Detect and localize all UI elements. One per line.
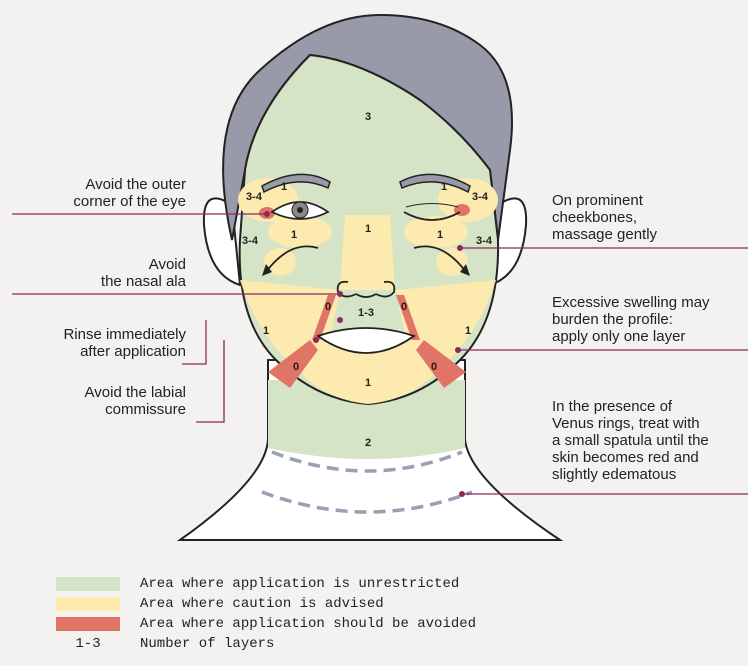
legend-row-caution: Area where caution is advised — [56, 594, 476, 614]
legend-label-layers: Number of layers — [140, 636, 274, 652]
annotation-outer-eye: Avoid the outer corner of the eye — [20, 176, 186, 210]
zone-mouth-corner-left: 0 — [293, 361, 299, 373]
legend-swatch-avoid — [56, 617, 120, 631]
legend-row-avoid: Area where application should be avoided — [56, 614, 476, 634]
legend-swatch-caution — [56, 597, 120, 611]
zone-nose: 1 — [365, 223, 371, 235]
legend-swatch-unrestricted — [56, 577, 120, 591]
legend-layers-key: 1-3 — [56, 636, 120, 652]
zone-cheek-left: 3-4 — [242, 235, 259, 247]
zone-brow-right: 1 — [441, 181, 447, 193]
annotation-nasal-ala: Avoid the nasal ala — [20, 256, 186, 290]
zone-brow-left: 1 — [281, 181, 287, 193]
legend-label-unrestricted: Area where application is unrestricted — [140, 576, 459, 592]
zone-mouth-corner-right: 0 — [431, 361, 437, 373]
legend-label-caution: Area where caution is advised — [140, 596, 384, 612]
annotation-cheekbones: On prominent cheekbones, massage gently — [552, 192, 742, 243]
legend-label-avoid: Area where application should be avoided — [140, 616, 476, 632]
zone-nasal-fold-left: 0 — [325, 301, 331, 313]
annotation-swelling: Excessive swelling may burden the profil… — [552, 294, 748, 345]
annotation-rinse: Rinse immediately after application — [0, 326, 186, 360]
zone-lower-cheek-right: 1 — [465, 325, 471, 337]
zone-eye-outer-right: 3-4 — [472, 191, 489, 203]
annotation-labial: Avoid the labial commissure — [20, 384, 186, 418]
zone-cheek-right: 3-4 — [476, 235, 493, 247]
zone-eye-outer-left: 3-4 — [246, 191, 263, 203]
zone-upper-lip: 1-3 — [358, 307, 374, 319]
zone-forehead: 3 — [365, 111, 371, 123]
zone-undereye-right: 1 — [437, 229, 443, 241]
legend-row-unrestricted: Area where application is unrestricted — [56, 574, 476, 594]
zone-lower-cheek-left: 1 — [263, 325, 269, 337]
legend-row-layers: 1-3 Number of layers — [56, 634, 476, 654]
zone-chin: 1 — [365, 377, 371, 389]
zone-nasal-fold-right: 0 — [401, 301, 407, 313]
zone-undereye-left: 1 — [291, 229, 297, 241]
zone-neck: 2 — [365, 437, 371, 449]
legend: Area where application is unrestricted A… — [56, 574, 476, 654]
annotation-venus: In the presence of Venus rings, treat wi… — [552, 398, 748, 483]
